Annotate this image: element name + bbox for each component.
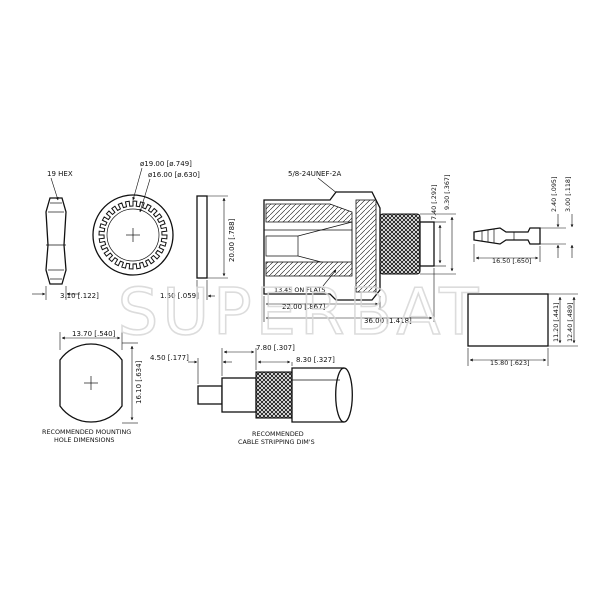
hex-nut-outline (45, 197, 67, 285)
washer-tooth-ring (98, 200, 168, 270)
hole-caption-line2: HOLE DIMENSIONS (54, 436, 114, 444)
strip-caption-line2: CABLE STRIPPING DIM'S (238, 438, 315, 446)
connector-length-a: 22.00 [.867] (282, 303, 326, 311)
crimp-ferrule-view: 11.20 [.441] 12.40 [.489] 15.80 [.623] (467, 293, 578, 367)
mounting-hole-outline (59, 343, 123, 423)
crimp-knurl (379, 213, 421, 275)
washer-thickness: 1.50 [.059] (160, 292, 199, 300)
hole-caption-line1: RECOMMENDED MOUNTING (42, 428, 131, 436)
mounting-hole-view: 13.70 [.540] 16.10 [.634] RECOMMENDED MO… (42, 330, 143, 444)
washer-height: 20.00 [.788] (228, 218, 236, 262)
contact-pin-view: 16.50 [.650] 2.40 [.095] 3.00 [.118] (473, 177, 574, 265)
hex-nut-label: 19 HEX (47, 170, 73, 178)
center-conductor (197, 385, 223, 405)
washer-teeth (98, 200, 168, 270)
washer-outer-circle (92, 194, 174, 276)
cable-stripping-view: 7.80 [.307] 8.30 [.327] 4.50 [.177] RECO… (150, 344, 353, 446)
washer-inner-dia: ø16.00 [ø.630] (148, 171, 200, 179)
across-flats: 13.45 ON FLATS (274, 286, 325, 294)
hex-nut-view: 19 HEX 3.10 [.122] (32, 170, 99, 300)
connector-dia-a: 7.40 [.292] (430, 185, 438, 220)
cable-braid (255, 371, 293, 419)
hex-nut-thickness: 3.10 [.122] (60, 292, 99, 300)
lock-washer-front-view: ø19.00 [ø.749] ø16.00 [ø.630] (92, 160, 200, 276)
lock-washer-side-view: 20.00 [.788] 1.50 [.059] (160, 195, 236, 300)
strip-dim-c: 8.30 [.327] (296, 356, 335, 364)
ferrule-dia-b: 12.40 [.489] (566, 302, 574, 342)
connector-dia-b: 9.30 [.367] (443, 175, 451, 210)
pin-length: 16.50 [.650] (492, 257, 532, 265)
hole-height: 16.10 [.634] (135, 360, 143, 404)
connector-body-view: 5/8-24UNEF-2A 13.45 ON FLATS 7.40 [.292]… (263, 170, 456, 325)
strip-dim-b: 7.80 [.307] (256, 344, 295, 352)
ferrule-outline (467, 293, 549, 347)
hole-width: 13.70 [.540] (72, 330, 116, 338)
cable-dielectric (221, 377, 257, 413)
watermark-logo: SUPERBAT (118, 276, 483, 350)
connector-length-b: 36.00 [1.418] (364, 317, 412, 325)
connector-rear-sleeve (419, 221, 435, 267)
cable-jacket (291, 367, 353, 423)
strip-caption-line1: RECOMMENDED (252, 430, 304, 438)
ferrule-length: 15.80 [.623] (490, 359, 530, 367)
pin-dia-b: 3.00 [.118] (564, 177, 572, 212)
thread-spec: 5/8-24UNEF-2A (288, 170, 341, 178)
strip-dim-a: 4.50 [.177] (150, 354, 189, 362)
washer-outer-dia: ø19.00 [ø.749] (140, 160, 192, 168)
pin-dia-a: 2.40 [.095] (550, 177, 558, 212)
ferrule-dia-a: 11.20 [.441] (552, 302, 560, 342)
washer-side-profile (196, 195, 208, 279)
contact-pin-outline (473, 227, 541, 245)
